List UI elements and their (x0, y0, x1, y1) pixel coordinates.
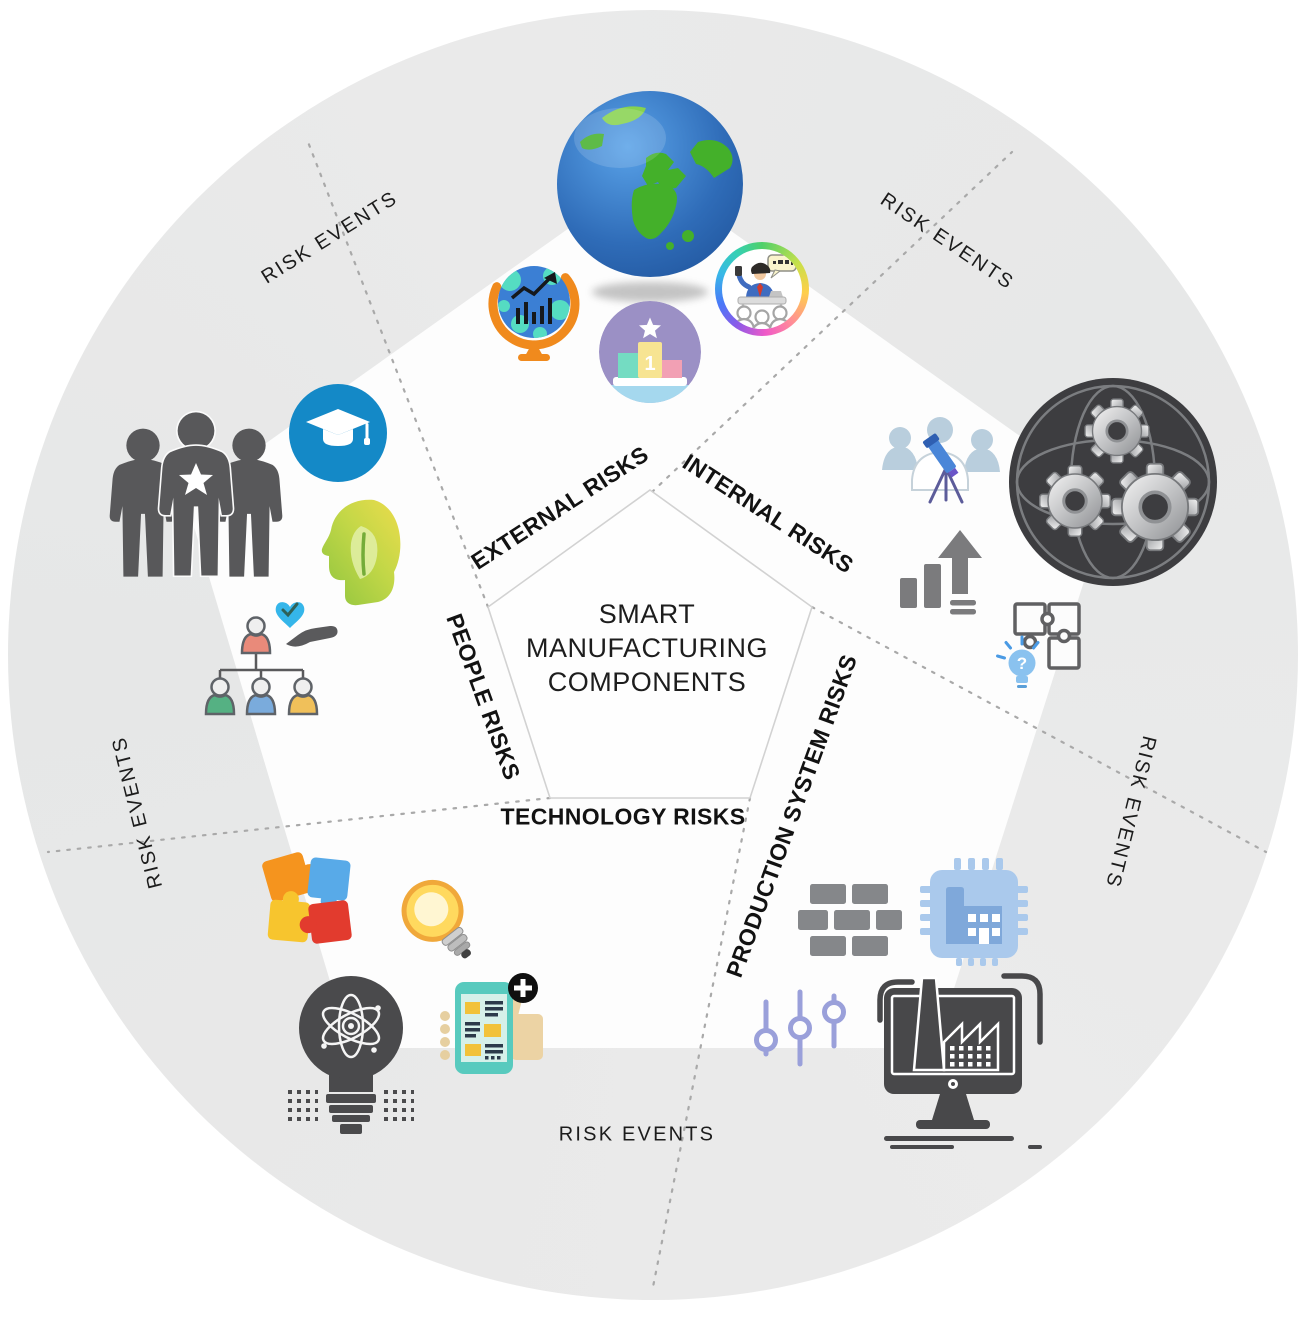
atom-bulb-icon (286, 970, 416, 1155)
gear-icon (1084, 398, 1150, 464)
gear-icon (1110, 462, 1200, 552)
brick-wall-icon (798, 884, 902, 958)
earth-globe-icon (550, 86, 750, 311)
tripod (928, 466, 964, 504)
mindful-head-icon (318, 498, 402, 606)
heart-icon (275, 602, 305, 628)
idea-rays (996, 635, 1040, 660)
meeting-presentation-icon (715, 242, 809, 336)
globe-shadow (592, 282, 708, 302)
factory-monitor-icon (858, 962, 1048, 1154)
team-vision-icon (876, 406, 1006, 508)
gear-icon (1039, 465, 1111, 537)
global-gears-icon (1005, 374, 1221, 590)
growth-arrow-chart-icon (896, 528, 986, 618)
idea-bulb-icon (1008, 649, 1036, 677)
ring-label-risk-events-bottom: RISK EVENTS (558, 1123, 716, 1146)
factory-chip-icon (920, 858, 1028, 968)
puzzle-idea-icon: ? (993, 598, 1093, 696)
lightbulb-icon (385, 868, 485, 968)
org-chart-care-icon (198, 598, 338, 716)
check-icon (281, 602, 299, 618)
winner-podium-icon: 1 (599, 301, 701, 403)
star-icon (179, 463, 213, 495)
sector-label-technology-risks: TECHNOLOGY RISKS (500, 803, 746, 830)
podium-rank-label: 1 (644, 353, 655, 375)
telescope-icon (923, 433, 959, 478)
center-title: SMART MANUFACTURING COMPONENTS (526, 599, 768, 697)
center-pentagon (487, 489, 813, 799)
hand-icon (286, 625, 338, 647)
color-puzzle-icon (260, 850, 356, 948)
mobile-approval-icon (435, 972, 547, 1076)
sector-divider-dashed-lines (46, 140, 1268, 1294)
graduation-cap-icon (289, 384, 387, 482)
question-mark-label: ? (1017, 654, 1027, 673)
star-icon (639, 317, 661, 339)
team-silhouette-icon (105, 398, 287, 594)
corner-brackets (877, 973, 1043, 1045)
analytics-globe-icon (488, 250, 584, 362)
atom-icon (321, 993, 381, 1059)
control-sliders-icon (754, 986, 846, 1068)
